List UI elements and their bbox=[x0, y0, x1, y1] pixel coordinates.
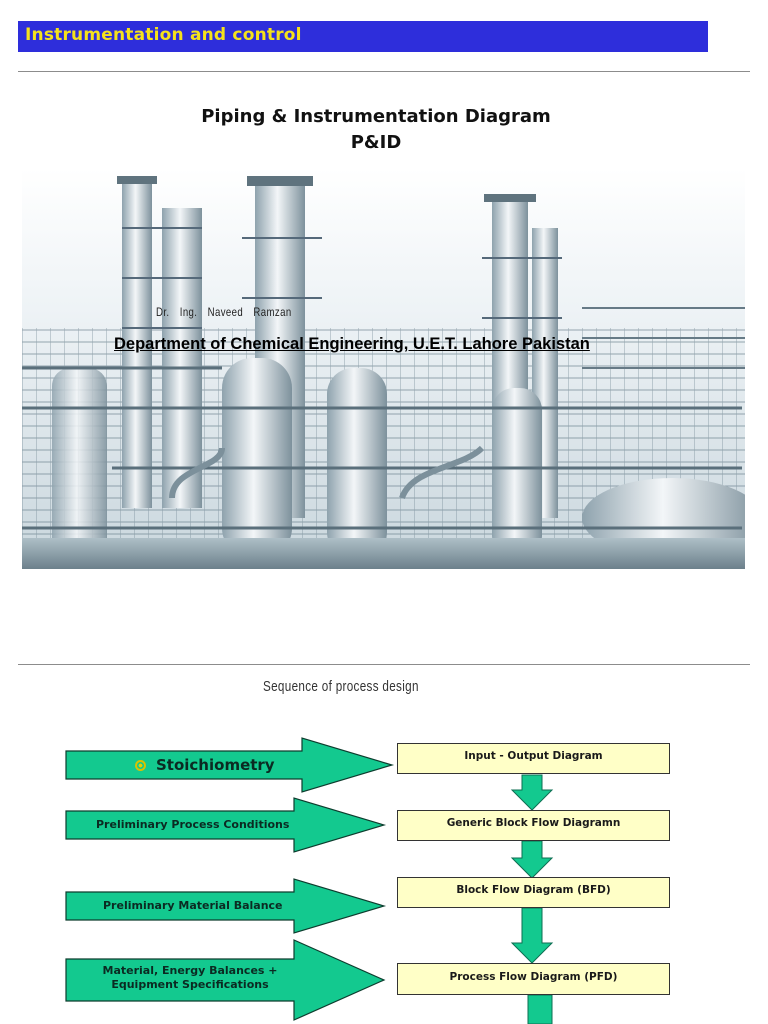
input-arrow-process-conditions bbox=[65, 797, 387, 853]
refinery-photo bbox=[22, 168, 745, 569]
input-label-energy-balances: Material, Energy Balances + Equipment Sp… bbox=[102, 964, 278, 991]
top-divider bbox=[18, 71, 750, 72]
circle-bullet-icon bbox=[135, 760, 146, 771]
box-generic-block-flow-diagram: Generic Block Flow Diagramn bbox=[397, 810, 670, 841]
down-arrow-1 bbox=[510, 774, 554, 811]
box-input-output-diagram: Input - Output Diagram bbox=[397, 743, 670, 774]
down-arrow-4-stem bbox=[527, 994, 553, 1024]
banner-title: Instrumentation and control bbox=[25, 25, 302, 45]
input-arrow-stoichiometry bbox=[65, 737, 395, 793]
department-name: Department of Chemical Engineering, U.E.… bbox=[114, 335, 590, 353]
box-process-flow-diagram: Process Flow Diagram (PFD) bbox=[397, 963, 670, 995]
slide-banner: Instrumentation and control bbox=[18, 21, 708, 52]
sequence-title: Sequence of process design bbox=[263, 678, 419, 695]
down-arrow-2 bbox=[510, 840, 554, 879]
section-divider bbox=[18, 664, 750, 665]
input-label-process-conditions: Preliminary Process Conditions bbox=[96, 818, 290, 831]
box-block-flow-diagram: Block Flow Diagram (BFD) bbox=[397, 877, 670, 908]
slide-heading-line1: Piping & Instrumentation Diagram bbox=[201, 106, 551, 127]
input-arrow-material-balance bbox=[65, 878, 387, 934]
input-label-material-balance: Preliminary Material Balance bbox=[103, 899, 283, 912]
slide-heading-line2: P&ID bbox=[350, 132, 402, 153]
input-arrow-energy-balances bbox=[65, 939, 386, 1021]
down-arrow-3 bbox=[510, 907, 554, 964]
input-label-stoichiometry: Stoichiometry bbox=[135, 756, 275, 774]
author-name: Dr. Ing. Naveed Ramzan bbox=[156, 305, 292, 319]
